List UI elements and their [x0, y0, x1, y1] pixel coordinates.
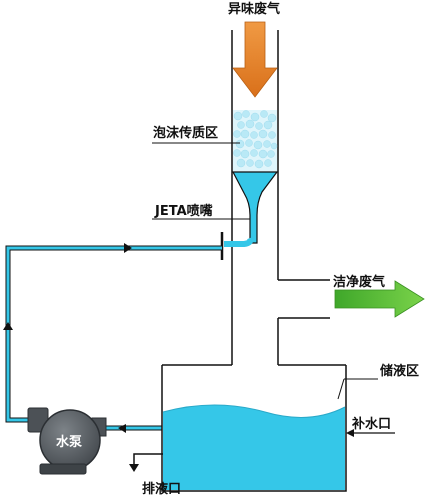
leader-lines — [152, 142, 378, 400]
flow-arrow-right — [124, 243, 132, 253]
clean-gas-arrow — [334, 280, 425, 318]
flow-arrow-up — [3, 322, 13, 330]
label-foam-zone: 泡沫传质区 — [153, 125, 218, 141]
label-pump: 水泵 — [56, 434, 82, 450]
label-reservoir: 储液区 — [379, 363, 419, 379]
flow-arrows — [3, 243, 132, 433]
foam-bubbles — [233, 110, 278, 169]
pump — [27, 407, 107, 475]
nozzle-funnel — [232, 171, 279, 244]
inlet-gas-arrow — [232, 21, 278, 98]
nozzle-tfitting — [220, 232, 254, 260]
label-inlet-gas: 异味废气 — [228, 1, 280, 17]
drain-outlet — [129, 453, 163, 472]
recirculation-line — [5, 245, 222, 431]
label-drain: 排液口 — [142, 481, 181, 497]
column-walls — [231, 30, 330, 365]
reservoir-tank — [161, 364, 347, 492]
label-nozzle: JETA喷嘴 — [154, 203, 213, 219]
label-clean-gas: 洁净废气 — [333, 274, 385, 290]
foam-zone — [233, 110, 278, 172]
label-makeup-water: 补水口 — [351, 416, 391, 432]
flow-arrow-left — [118, 424, 126, 433]
makeup-water-inlet — [346, 429, 395, 437]
